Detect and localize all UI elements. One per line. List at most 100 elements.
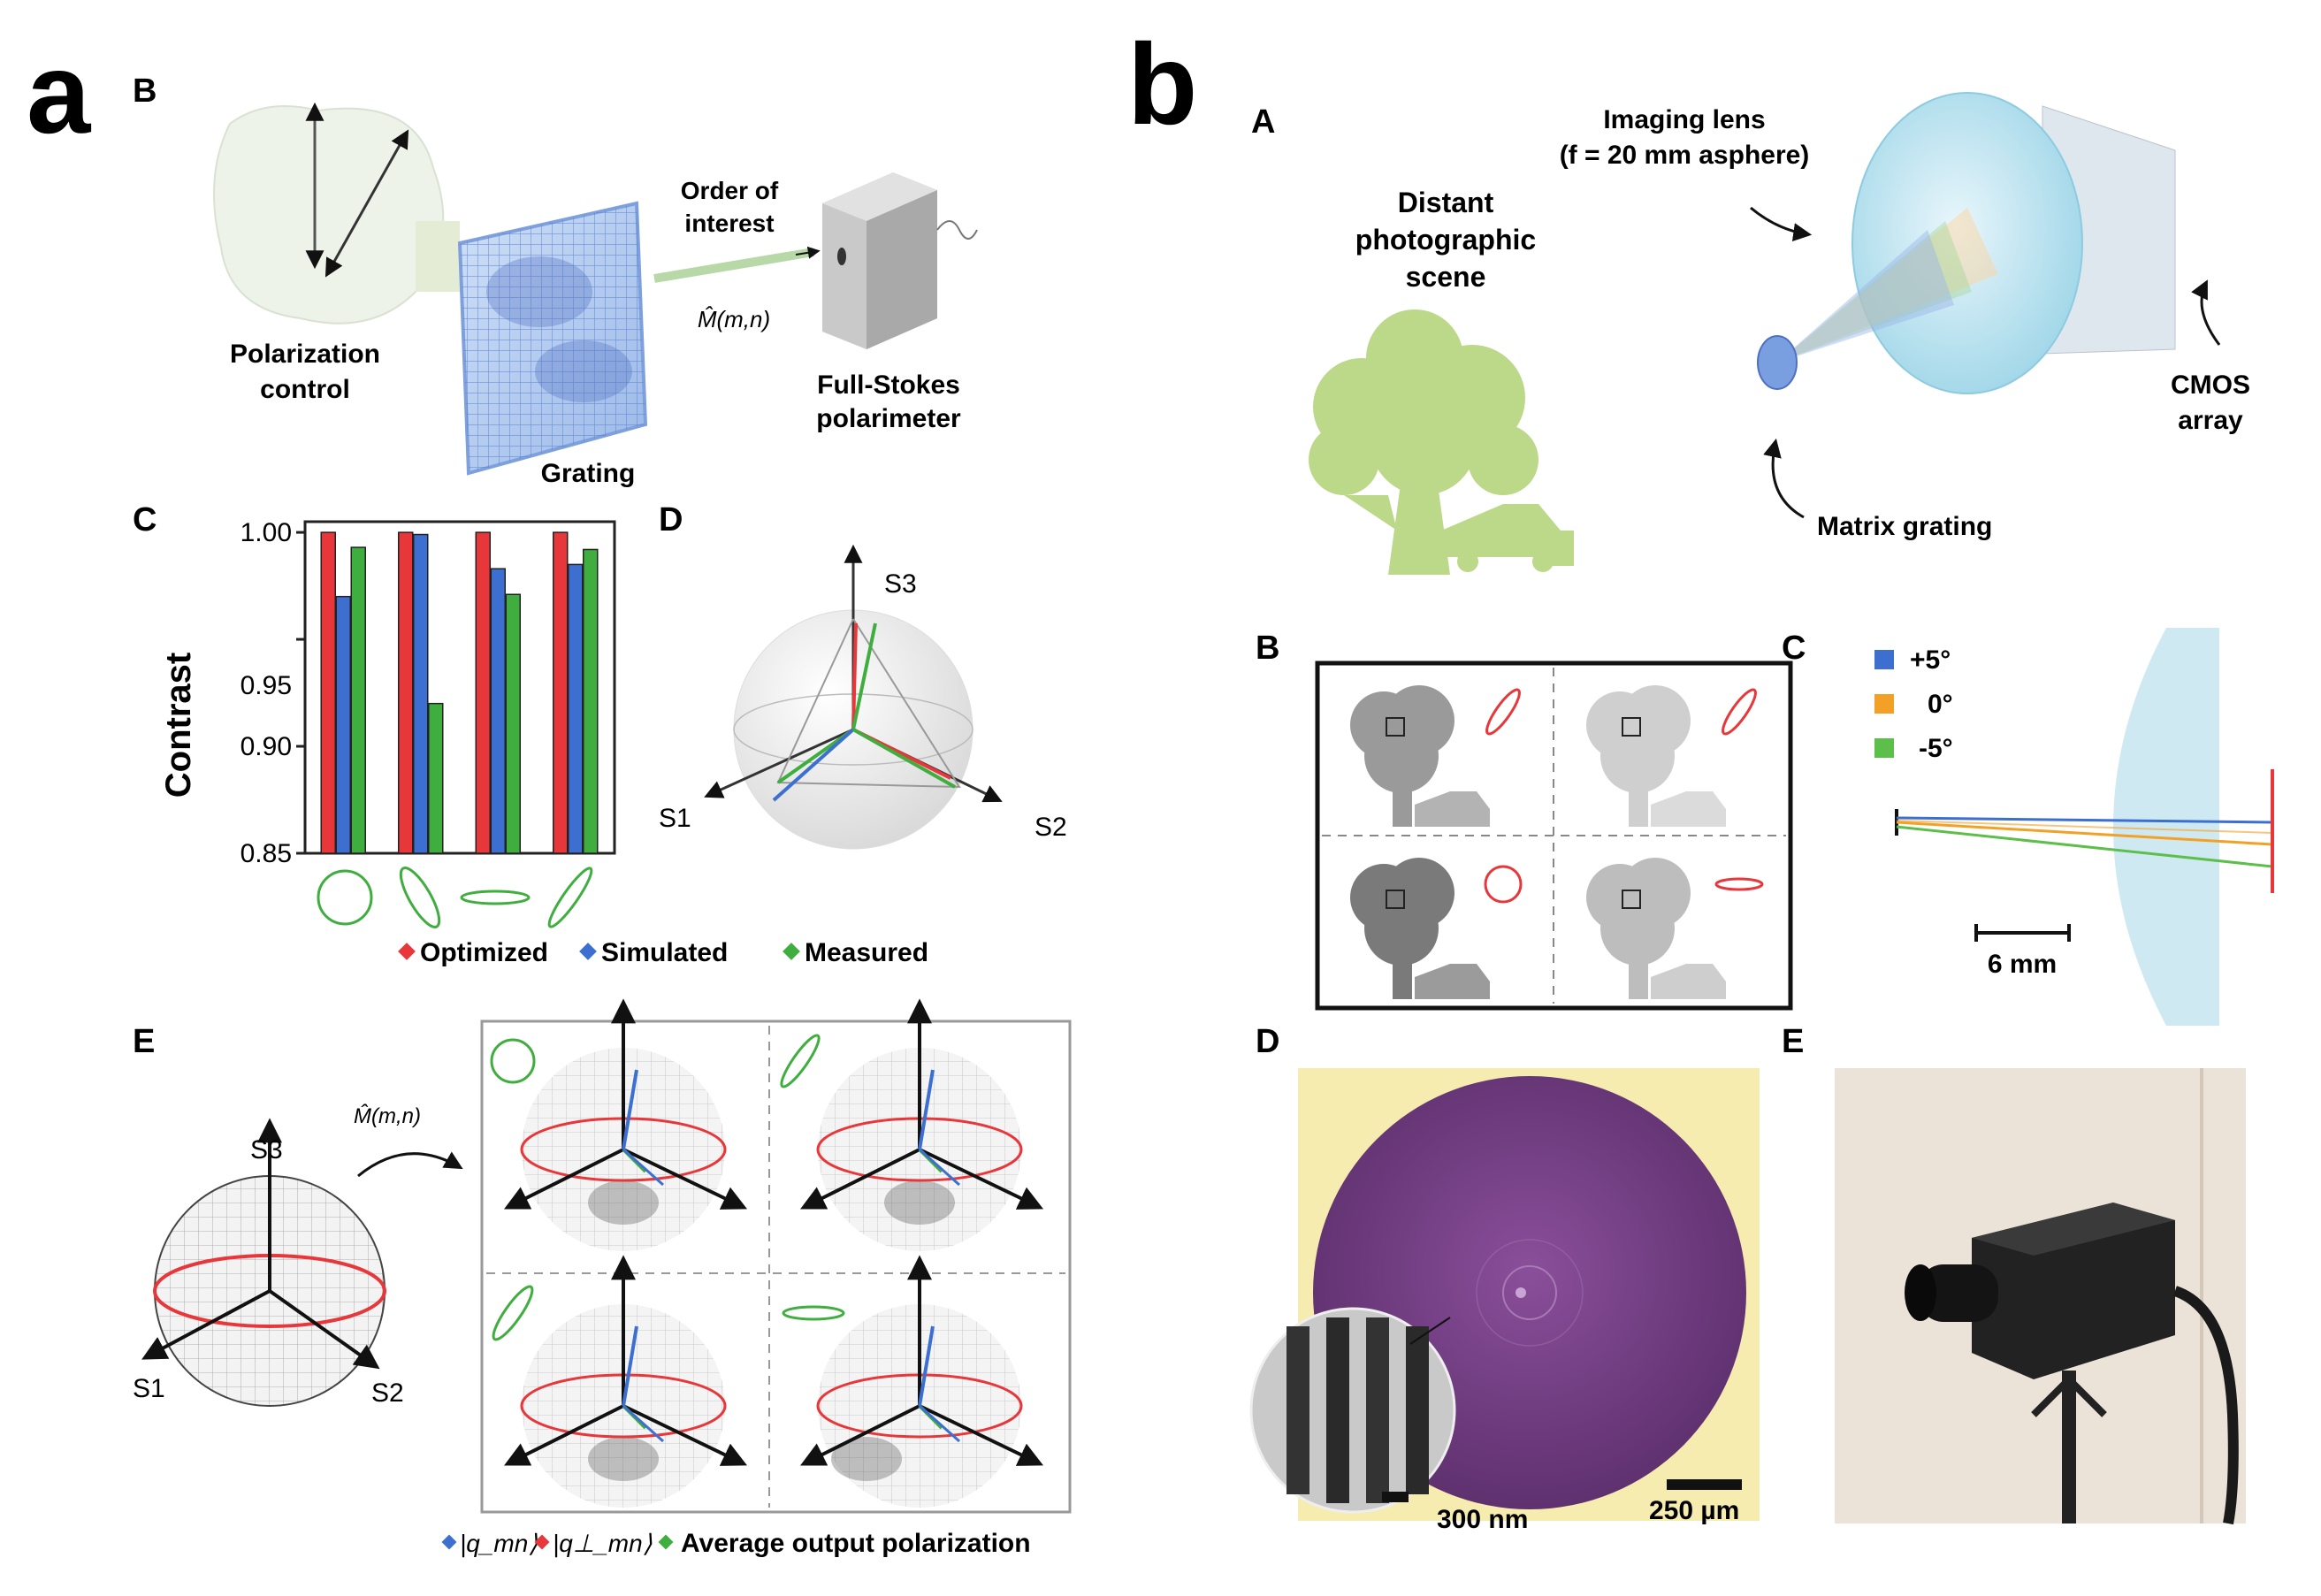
bar-simulated-diagonal	[568, 563, 584, 854]
operator-label-B: M̂(m,n)	[698, 306, 770, 332]
circular-state-icon	[317, 869, 373, 926]
output-spheres	[503, 998, 1044, 1508]
ray-trace-legend: +5° 0° -5°	[1874, 645, 1953, 763]
legend-plus5-swatch	[1874, 650, 1894, 669]
bar-simulated-circular	[335, 595, 351, 854]
chart-frame	[303, 520, 616, 855]
scale-6mm-label: 6 mm	[1988, 950, 2057, 979]
E-legend-q-marker	[441, 1534, 457, 1550]
panel-b-E-label: E	[1782, 1023, 1804, 1060]
legend-optimized: Optimized	[420, 938, 548, 967]
chart-ylabel: Contrast	[159, 653, 198, 798]
scene-label-1: Distant	[1398, 187, 1494, 218]
lens-label-1: Imaging lens	[1603, 105, 1765, 134]
scale-250um-label: 250 µm	[1649, 1496, 1739, 1525]
scene-label-2: photographic	[1355, 224, 1536, 256]
scale-300nm-label: 300 nm	[1437, 1505, 1528, 1534]
E-circular-icon	[490, 1038, 536, 1084]
panel-b-B-label: B	[1256, 630, 1279, 667]
E-s1-label: S1	[133, 1374, 165, 1403]
order-beam	[653, 248, 814, 283]
polarimeter-label-1: Full-Stokes	[817, 370, 960, 400]
ytick-label: 0.85	[240, 839, 292, 868]
elliptical-state-icon	[399, 867, 441, 928]
bar-measured-diagonal	[583, 548, 599, 854]
D-s1-label: S1	[659, 804, 691, 833]
sensor-subimage-3	[1350, 858, 1523, 999]
horizontal-state-icon	[460, 890, 531, 905]
scale-bar-300nm	[1382, 1492, 1409, 1502]
chart-legend: Optimized Simulated Measured	[398, 938, 928, 967]
E-state-icons	[490, 1034, 845, 1341]
sem-pillars	[1286, 1317, 1429, 1503]
panel-b-letter: b	[1127, 19, 1197, 149]
sensor-subimage-1	[1350, 685, 1521, 827]
sensor-subimage-4	[1586, 858, 1764, 999]
bar-measured-circular	[350, 546, 366, 854]
E-legend-avg-marker	[658, 1534, 674, 1550]
legend-measured-marker	[783, 943, 800, 960]
grating-micrograph	[1249, 1068, 1760, 1521]
camera-photo	[1835, 1068, 2246, 1525]
legend-plus5: +5°	[1910, 645, 1951, 675]
lens-system-graphic	[1757, 92, 2176, 394]
order-label-1: Order of	[681, 177, 779, 204]
polarimeter-graphic	[822, 172, 978, 349]
grating-graphic	[457, 201, 648, 476]
bar-optimized-circular	[320, 531, 336, 854]
D-s3-label: S3	[884, 569, 917, 599]
polarimeter-label-2: polarimeter	[816, 404, 961, 433]
output-sphere-4	[799, 1255, 1044, 1508]
bar-measured-elliptical	[428, 702, 444, 854]
bar-optimized-horizontal	[475, 531, 491, 854]
contrast-bar-chart: 0.850.901.00	[240, 518, 616, 868]
panel-a-letter: a	[27, 28, 92, 157]
sensor-subimages	[1350, 685, 1764, 999]
panel-a-D-label: D	[659, 501, 683, 538]
E-s3-label: S3	[250, 1135, 283, 1165]
E-s2-axis	[268, 1289, 380, 1370]
bar-measured-horizontal	[505, 593, 521, 854]
order-label-2: interest	[684, 210, 774, 237]
E-legend-qperp-marker	[534, 1534, 550, 1550]
polarization-state-icons	[317, 867, 593, 928]
grating-label: Grating	[541, 459, 636, 488]
grating-arrow	[1763, 438, 1805, 519]
matrix-grating-label: Matrix grating	[1817, 512, 1992, 541]
panel-b-C-label: C	[1782, 630, 1806, 667]
polarization-control-graphic	[213, 102, 460, 325]
D-s2-label: S2	[1035, 813, 1067, 842]
cmos-label-1: CMOS	[2171, 370, 2250, 400]
bar-simulated-horizontal	[490, 568, 506, 854]
E-s1-axis	[141, 1289, 271, 1360]
tree-silhouette	[1309, 309, 1574, 575]
ytick-0.95: 0.95	[240, 671, 292, 700]
legend-0: 0°	[1928, 690, 1953, 719]
legend-0-swatch	[1874, 694, 1894, 714]
E-s2-label: S2	[371, 1378, 404, 1408]
input-sphere-E	[141, 1118, 386, 1407]
E-diagonal-icon	[780, 1034, 821, 1088]
panel-b-A-label: A	[1251, 103, 1275, 141]
E-elliptical-icon	[492, 1285, 534, 1341]
D-s1-axis	[704, 728, 854, 798]
panel-a-B-label: B	[133, 73, 157, 110]
legend-minus5-swatch	[1874, 738, 1894, 758]
scale-bar-250um	[1667, 1479, 1742, 1490]
output-sphere-1	[503, 998, 748, 1251]
legend-simulated-marker	[579, 943, 597, 960]
cmos-label-2: array	[2178, 406, 2243, 435]
E-legend-q: |q_mn⟩	[460, 1530, 538, 1557]
mapping-arrow	[357, 1151, 463, 1178]
legend-simulated: Simulated	[601, 938, 728, 967]
legend-minus5: -5°	[1919, 734, 1953, 763]
ytick-label: 0.90	[240, 732, 292, 761]
E-legend-qperp: |q⊥_mn⟩	[553, 1530, 653, 1557]
diagonal-state-icon	[547, 867, 593, 928]
E-legend: |q_mn⟩ |q⊥_mn⟩ Average output polarizati…	[441, 1529, 1031, 1558]
lens-label-2: (f = 20 mm asphere)	[1560, 141, 1810, 170]
panel-a-E-label: E	[133, 1023, 155, 1060]
cmos-arrow	[2191, 279, 2221, 346]
bar-optimized-diagonal	[553, 531, 569, 854]
poincare-sphere-D	[704, 544, 1003, 850]
